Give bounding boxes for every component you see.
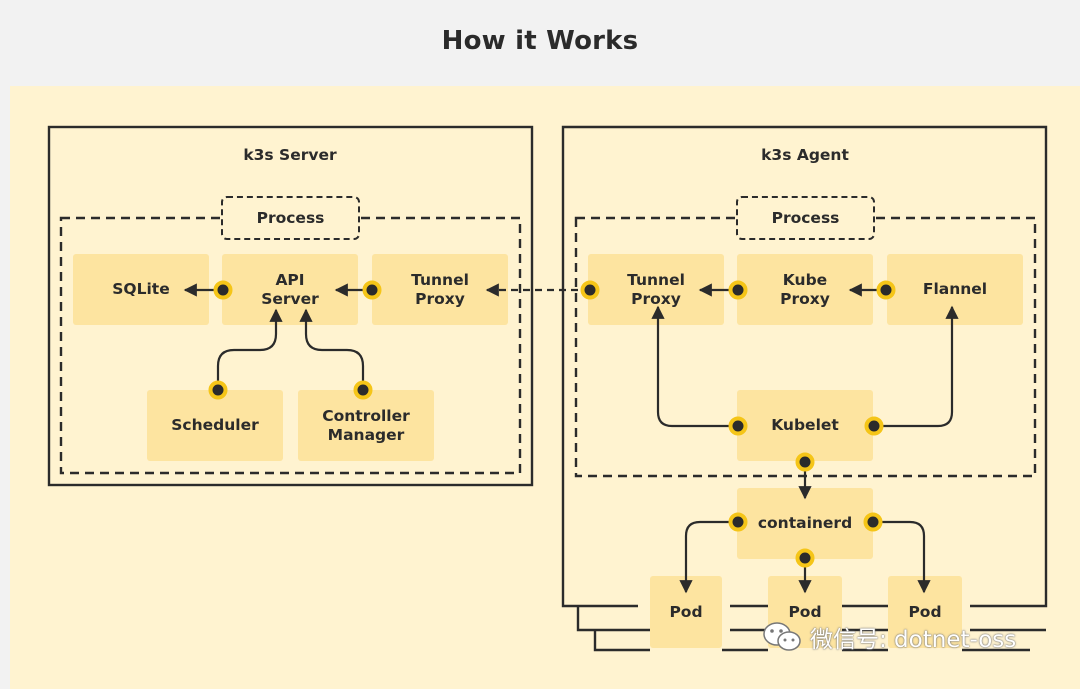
server-frame [47,125,534,487]
wechat-icon [763,622,801,651]
arrow-containerd-to-pod-right [873,520,931,594]
agent-title: k3s Agent [761,146,849,164]
scheduler-box: Scheduler [147,390,283,461]
controller-manager-box: Controller Manager [298,390,434,461]
pod-box: Pod [888,576,962,648]
arrow-controller-to-api [299,308,365,390]
server-process-label: Process [221,196,360,240]
arrow-scheduler-to-api [216,308,283,390]
connector-ports [208,280,896,568]
watermark: 微信号: dotnet-oss [762,620,1016,654]
kubelet-box: Kubelet [737,390,873,461]
arrow-containerd-to-pod-left [679,520,738,594]
containerd-box: containerd [737,488,873,559]
agent-process-label: Process [736,196,875,240]
arrow-kubelet-to-flannel [874,305,959,428]
server-tunnel-proxy-box: Tunnel Proxy [372,254,508,325]
arrow-kubelet-to-tunnel [651,305,738,428]
watermark-text: 微信号: dotnet-oss [810,627,1017,653]
pod-stack-lines [576,604,1046,652]
page-title: How it Works [441,26,639,56]
server-title: k3s Server [243,146,337,164]
agent-frame [561,125,1048,608]
